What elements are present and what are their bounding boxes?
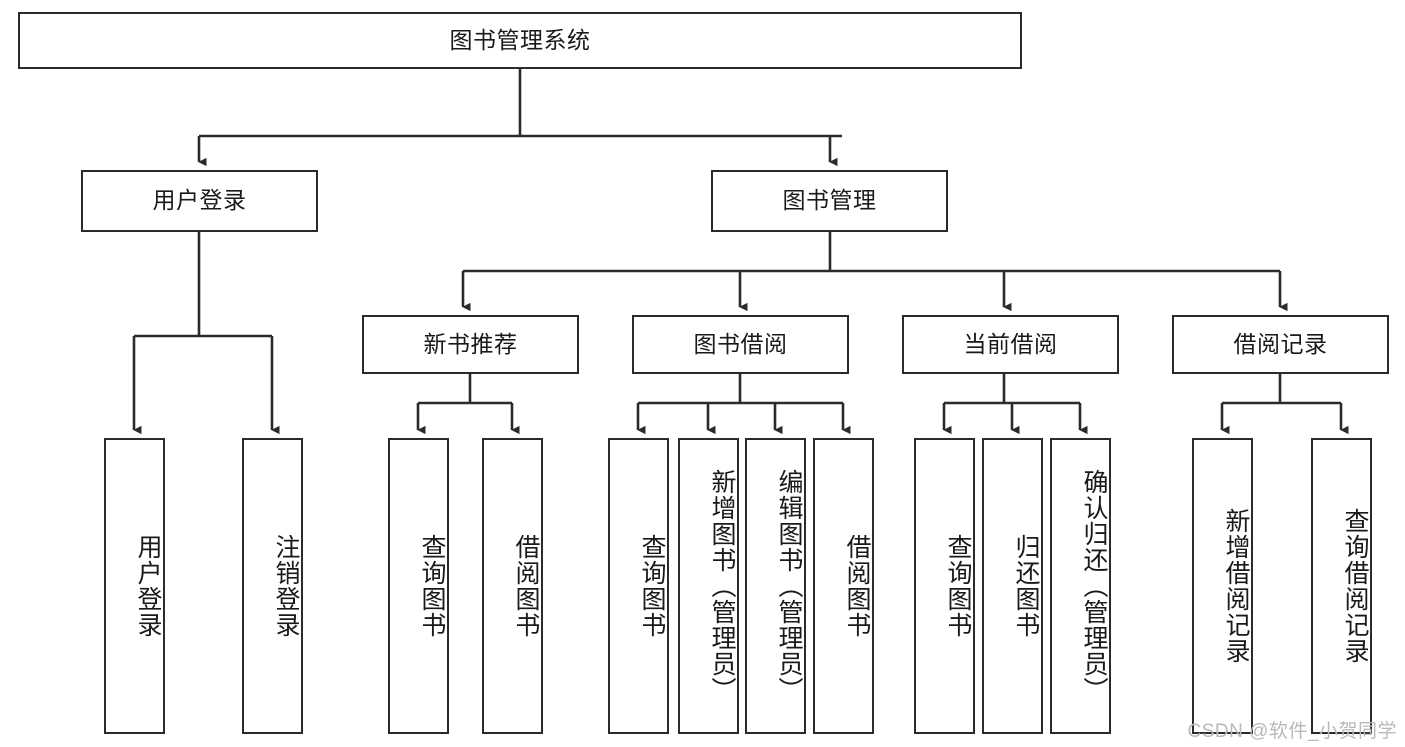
leaf-logout[interactable]: 注销登录 [242,438,303,734]
leaf-current-confirm-admin-label: 确认归还（管理员） [1080,469,1108,703]
leaf-newbook-query[interactable]: 查询图书 [388,438,449,734]
leaf-current-query[interactable]: 查询图书 [914,438,975,734]
leaf-record-add-label: 新增借阅记录 [1222,508,1250,664]
node-book-borrow[interactable]: 图书借阅 [632,315,849,374]
leaf-borrow-edit-admin[interactable]: 编辑图书（管理员） [745,438,806,734]
leaf-borrow-edit-admin-label: 编辑图书（管理员） [775,469,803,703]
leaf-current-confirm-admin[interactable]: 确认归还（管理员） [1050,438,1111,734]
leaf-borrow-book-label: 借阅图书 [843,534,871,638]
watermark-text: CSDN @软件_小贺同学 [1187,721,1397,742]
leaf-user-login-label: 用户登录 [134,534,162,638]
node-book-management[interactable]: 图书管理 [711,170,948,232]
leaf-borrow-query-label: 查询图书 [638,534,666,638]
leaf-newbook-borrow-label: 借阅图书 [512,534,540,638]
leaf-current-return-label: 归还图书 [1012,534,1040,638]
leaf-current-query-label: 查询图书 [944,534,972,638]
node-user-login[interactable]: 用户登录 [81,170,318,232]
node-borrow-records[interactable]: 借阅记录 [1172,315,1389,374]
node-new-book-recommend[interactable]: 新书推荐 [362,315,579,374]
node-new-book-recommend-label: 新书推荐 [423,330,518,357]
node-current-borrow-label: 当前借阅 [963,330,1058,357]
leaf-record-query-label: 查询借阅记录 [1341,508,1369,664]
node-book-borrow-label: 图书借阅 [693,330,788,357]
leaf-record-add[interactable]: 新增借阅记录 [1192,438,1253,734]
node-root[interactable]: 图书管理系统 [18,12,1022,69]
leaf-current-return[interactable]: 归还图书 [982,438,1043,734]
leaf-record-query[interactable]: 查询借阅记录 [1311,438,1372,734]
leaf-newbook-query-label: 查询图书 [418,534,446,638]
leaf-logout-label: 注销登录 [272,534,300,638]
node-borrow-records-label: 借阅记录 [1233,330,1328,357]
leaf-borrow-add-admin[interactable]: 新增图书（管理员） [678,438,739,734]
node-user-login-label: 用户登录 [152,187,247,214]
node-book-management-label: 图书管理 [782,187,877,214]
leaf-newbook-borrow[interactable]: 借阅图书 [482,438,543,734]
leaf-borrow-book[interactable]: 借阅图书 [813,438,874,734]
node-root-label: 图书管理系统 [449,26,591,53]
node-current-borrow[interactable]: 当前借阅 [902,315,1119,374]
leaf-borrow-add-admin-label: 新增图书（管理员） [708,469,736,703]
leaf-user-login[interactable]: 用户登录 [104,438,165,734]
leaf-borrow-query[interactable]: 查询图书 [608,438,669,734]
